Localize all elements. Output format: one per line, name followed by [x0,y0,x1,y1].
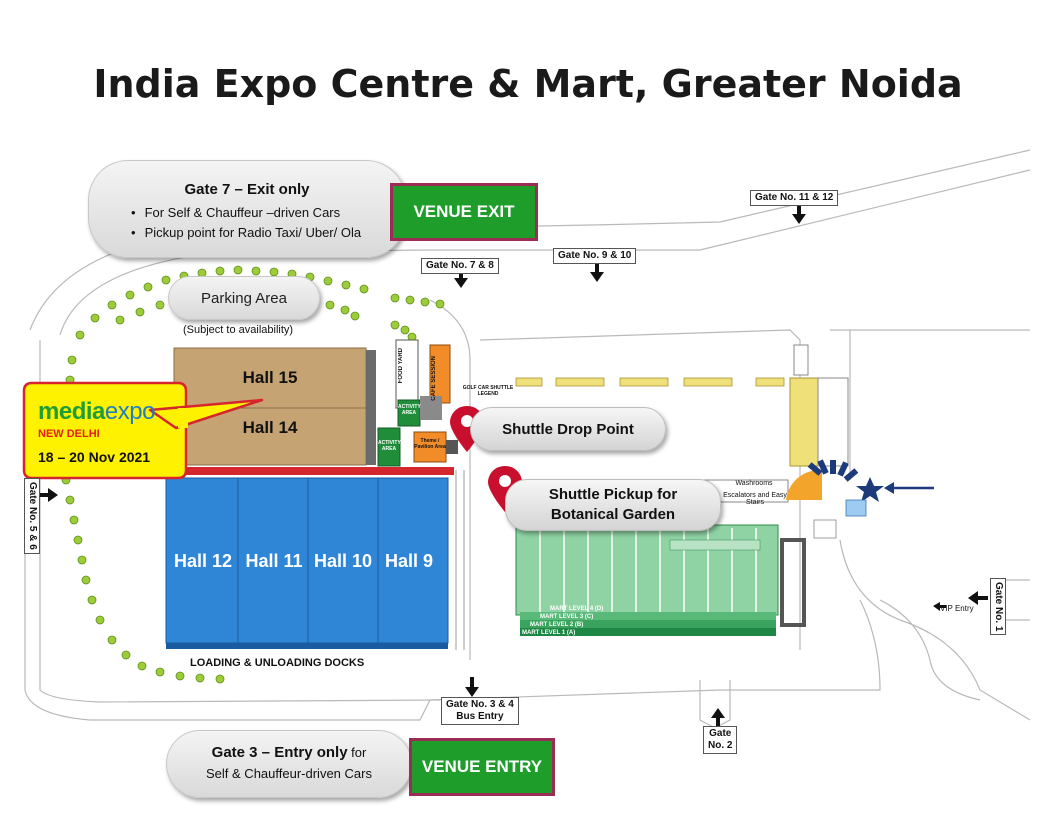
gate-5-6-tag: Gate No. 5 & 6 [24,478,40,554]
gate3-title-rest: – Entry only [257,744,348,761]
gate7-item: Pickup point for Radio Taxi/ Uber/ Ola [131,223,362,243]
gate3-sub: Self & Chauffeur-driven Cars [206,766,372,781]
shuttle-pickup-label: Shuttle Pickup for Botanical Garden [505,479,721,531]
gate-2-tag: Gate No. 2 [703,726,738,754]
gate-9-10-tag: Gate No. 9 & 10 [553,248,637,264]
gate7-title: Gate 7 – Exit only [184,181,310,198]
gate3-info-box: Gate 3 – Entry only for Self & Chauffeur… [166,730,412,798]
gate3-title: Gate 3 – Entry only for [167,744,411,761]
gate7-item: For Self & Chauffeur –driven Cars [131,203,361,223]
gate-1-tag: Gate No. 1 [990,578,1006,636]
parking-note: (Subject to availability) [183,324,294,336]
gate-11-12-tag: Gate No. 11 & 12 [750,190,839,206]
mart-level-4-label: MART LEVEL 4 (D) [550,606,604,612]
mediaexpo-dates: 18 – 20 Nov 2021 [38,449,151,465]
hall-15-label: Hall 15 [242,368,298,387]
gate-7-8-tag: Gate No. 7 & 8 [421,258,499,274]
mediaexpo-brand-a: media [38,398,105,425]
golf-shuttle-label: GOLF CAR SHUTTLE LEGEND [462,385,514,397]
activity-area-1-label: ACTIVITY AREA [398,404,421,416]
parking-area-label: Parking Area [168,276,320,320]
gate7-info-box: Gate 7 – Exit only For Self & Chauffeur … [88,160,406,258]
theme-pavilion-label: Theme / Pavilion Area [414,438,446,450]
gate3-title-bold: Gate 3 [211,744,258,761]
food-yard-label: FOOD YARD [398,348,404,384]
venue-exit-button[interactable]: VENUE EXIT [390,183,538,241]
shuttle-drop-point-label: Shuttle Drop Point [470,407,666,451]
activity-area-2-label: ACTIVITY AREA [378,440,401,452]
mediaexpo-city: NEW DELHI [38,428,100,440]
gate-3-4-tag: Gate No. 3 & 4 Bus Entry [441,697,519,725]
venue-entry-button[interactable]: VENUE ENTRY [409,738,555,796]
hall-10-label: Hall 10 [313,551,373,571]
washrooms-label: Washrooms [735,480,773,487]
gate-2-line2: No. 2 [708,740,733,751]
cafe-label: CAFE SESSION [431,356,437,401]
vip-entry-label: VIP Entry [940,604,974,613]
mediaexpo-brand-b: expo [104,398,156,425]
loading-docks-label: LOADING & UNLOADING DOCKS [190,657,365,669]
hall-11-label: Hall 11 [245,551,303,571]
gate7-list: For Self & Chauffeur –driven Cars Pickup… [131,203,362,243]
mart-level-1-label: MART LEVEL 1 (A) [522,630,576,636]
mart-level-2-label: MART LEVEL 2 (B) [530,622,584,628]
gate-3-4-line1: Gate No. 3 & 4 [446,699,514,710]
mediaexpo-logo: mediaexpo [38,398,155,426]
escalators-label: Escalators and Easy Stairs [723,492,787,506]
mart-level-3-label: MART LEVEL 3 (C) [540,614,594,620]
hall-12-label: Hall 12 [173,551,233,571]
gate-2-line1: Gate [709,728,732,739]
gate3-title-for: for [347,745,367,760]
gate-3-4-line2: Bus Entry [456,711,504,722]
shuttle-pickup-line1: Shuttle Pickup for [548,486,678,503]
page-title: India Expo Centre & Mart, Greater Noida [93,62,963,106]
shuttle-pickup-line2: Botanical Garden [550,506,676,523]
hall-14-label: Hall 14 [242,418,298,437]
hall-9-label: Hall 9 [384,551,434,571]
